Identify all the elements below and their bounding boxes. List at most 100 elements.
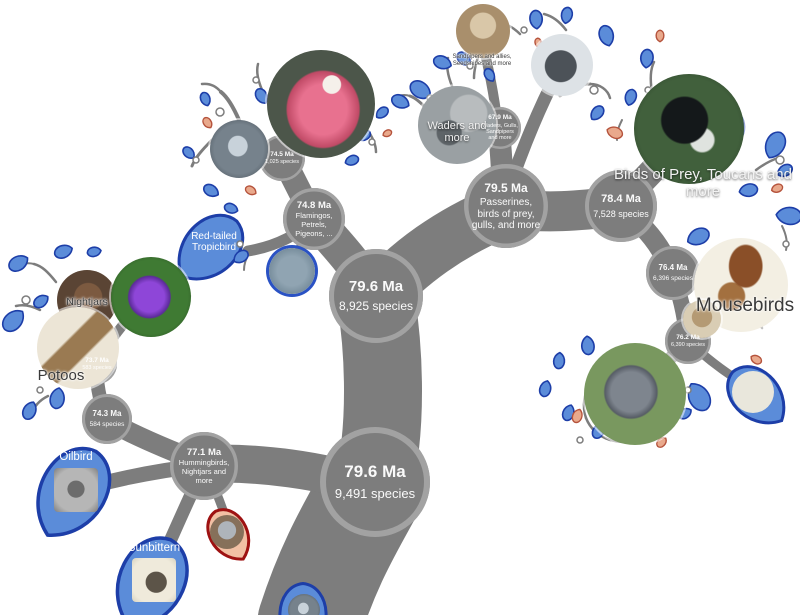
- node-telluraves[interactable]: 78.4 Ma 7,528 species: [585, 170, 657, 242]
- oilbird-photo[interactable]: [54, 468, 98, 512]
- node-caprimulgi[interactable]: 74.3 Ma 584 species: [82, 394, 132, 444]
- leaf-icon[interactable]: [482, 67, 497, 84]
- leaf-icon[interactable]: [20, 400, 39, 422]
- node-clade-desc: Hummingbirds, Nightjars and more: [178, 458, 230, 485]
- node-strisores[interactable]: 77.1 Ma Hummingbirds, Nightjars and more: [170, 432, 238, 500]
- leaf-icon[interactable]: [6, 252, 31, 274]
- potoos-photo[interactable]: [37, 307, 119, 389]
- leaf-icon[interactable]: [560, 6, 574, 25]
- leaf-icon[interactable]: [223, 202, 239, 215]
- leaf-icon[interactable]: [382, 129, 393, 138]
- node-age: 67.9 Ma: [488, 114, 512, 122]
- leaf-icon[interactable]: [775, 162, 794, 179]
- node-species-count: 6,396 species: [652, 275, 694, 283]
- tropicbird-leaf[interactable]: [163, 203, 255, 295]
- leaf-icon[interactable]: [655, 29, 665, 43]
- leaf-icon[interactable]: [581, 335, 595, 356]
- potoos-label: Potoos: [37, 367, 85, 384]
- leaf-photo[interactable]: [269, 248, 315, 294]
- node-passerines[interactable]: 79.5 Ma Passerines, birds of prey, gulls…: [464, 164, 548, 248]
- node-age: 76.2 Ma: [676, 333, 700, 341]
- leaf-icon[interactable]: [775, 206, 800, 226]
- birds-of-prey-label: Birds of Prey, Toucans and more: [614, 166, 792, 200]
- leaf-icon[interactable]: [571, 408, 584, 424]
- leaf-icon[interactable]: [181, 145, 197, 161]
- mousebirds-label: Mousebirds: [695, 295, 795, 316]
- node-species-count: 9,491 species: [334, 486, 416, 502]
- node-age: 73.7 Ma: [85, 356, 109, 364]
- leaf-icon[interactable]: [529, 9, 543, 30]
- node-clade-desc: Waders, Gulls, Sandpipers and more: [482, 122, 518, 142]
- node-age: 74.5 Ma: [270, 150, 294, 158]
- leaf-icon[interactable]: [407, 77, 435, 103]
- node-waders[interactable]: 67.9 Ma Waders, Gulls, Sandpipers and mo…: [479, 107, 521, 149]
- node-species-count: 6,390 species: [671, 341, 705, 348]
- node-species-count: 8,925 species: [338, 299, 414, 314]
- leaf-icon[interactable]: [49, 387, 66, 410]
- node-age: 74.8 Ma: [296, 199, 332, 211]
- node-coraciimorphae[interactable]: 76.4 Ma 6,396 species: [646, 246, 700, 300]
- leaf-icon[interactable]: [86, 246, 102, 258]
- node-species-count: 1,025 species: [265, 158, 299, 165]
- leaf-icon[interactable]: [761, 129, 789, 162]
- leaf-icon[interactable]: [202, 182, 221, 199]
- birds-of-prey-photo[interactable]: [634, 74, 744, 184]
- leaf-icon[interactable]: [552, 351, 566, 370]
- bottom-leaf-photo[interactable]: [288, 594, 320, 615]
- node-root[interactable]: 79.6 Ma 9,491 species: [320, 427, 430, 537]
- oilbird-leaf-label: Oilbird: [59, 451, 93, 463]
- leaf-icon[interactable]: [53, 243, 75, 261]
- node-age: 79.5 Ma: [484, 180, 528, 195]
- waders-photo[interactable]: [418, 86, 496, 164]
- leaf-icon[interactable]: [561, 403, 577, 422]
- spoonbill-photo[interactable]: [267, 50, 375, 158]
- leaf-icon[interactable]: [244, 184, 258, 196]
- leaf-icon[interactable]: [374, 105, 391, 121]
- node-neoaves[interactable]: 79.6 Ma 8,925 species: [329, 249, 423, 343]
- leaf-icon[interactable]: [623, 88, 638, 106]
- leaf-icon[interactable]: [344, 154, 360, 167]
- node-age: 76.4 Ma: [658, 263, 688, 273]
- junco-photo[interactable]: [584, 343, 686, 445]
- leaf-icon[interactable]: [0, 306, 28, 336]
- nesting-bird-photo[interactable]: [683, 300, 721, 338]
- hummingbird-photo[interactable]: [111, 257, 191, 337]
- nightjars-label: Nightjars: [66, 296, 108, 308]
- leaf-icon[interactable]: [738, 183, 759, 198]
- leaf-icon[interactable]: [538, 379, 553, 398]
- red-leaf-photo[interactable]: [210, 515, 244, 549]
- leaf-icon[interactable]: [605, 125, 624, 141]
- node-nyctibii[interactable]: 73.7 Ma 583 species: [77, 344, 117, 384]
- leaf-icon[interactable]: [749, 353, 763, 365]
- tropicbird-leaf-label: Red-tailed Tropicbird: [191, 231, 237, 254]
- leaf-icon[interactable]: [201, 116, 214, 130]
- leaf-icon[interactable]: [655, 436, 669, 450]
- node-clade-desc: Flamingos, Petrels, Pigeons, ...: [295, 211, 333, 238]
- sketch-leaf-photo[interactable]: [732, 371, 774, 413]
- leaf-icon[interactable]: [770, 183, 784, 194]
- node-species-count: 583 species: [82, 364, 112, 371]
- sandpipers-label: Sandpipers and allies, Seedsnipes and mo…: [452, 54, 512, 67]
- leaf-icon[interactable]: [588, 103, 607, 122]
- sunbittern-photo[interactable]: [132, 558, 176, 602]
- leaf-icon[interactable]: [640, 48, 654, 69]
- node-waterbirds[interactable]: 74.8 Ma Flamingos, Petrels, Pigeons, ...: [283, 188, 345, 250]
- leaf-icon[interactable]: [597, 24, 616, 48]
- leaf-icon[interactable]: [31, 292, 50, 310]
- node-cavitaves[interactable]: 76.2 Ma 6,390 species: [665, 318, 711, 364]
- node-age: 74.3 Ma: [92, 409, 122, 419]
- leaf-icon[interactable]: [683, 379, 715, 415]
- leaf-icon[interactable]: [685, 225, 712, 249]
- node-species-count: 7,528 species: [593, 208, 649, 219]
- node-ardeae[interactable]: 74.5 Ma 1,025 species: [259, 135, 305, 181]
- sandpipers-photo[interactable]: [456, 4, 510, 58]
- small-gray-bird-photo[interactable]: [210, 120, 268, 178]
- leaf-icon[interactable]: [231, 248, 250, 266]
- node-age: 79.6 Ma: [344, 461, 406, 481]
- leaf-icon[interactable]: [432, 54, 454, 72]
- leaf-icon[interactable]: [199, 91, 212, 107]
- leaf-icon[interactable]: [454, 49, 473, 68]
- leaf-icon[interactable]: [390, 92, 412, 111]
- dove-photo[interactable]: [531, 34, 593, 96]
